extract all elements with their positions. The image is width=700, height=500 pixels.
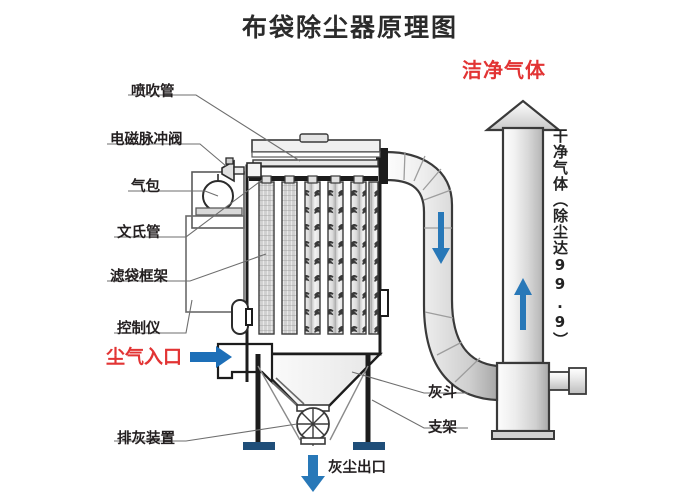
stack-vertical-label: 干净气体（除尘达99.9） [551,128,569,348]
venturi-manifold [195,207,243,216]
label-hopper: 灰斗 [428,385,457,401]
outlet-duct [376,148,499,402]
label-ash-discharge-device: 排灰装置 [117,431,175,447]
label-underlines [107,94,468,442]
rotary-discharge-valve [296,404,330,492]
plenum-lip [251,151,381,158]
bag-venturi-4 [330,175,341,184]
filter-bag-group [258,175,379,335]
support-structure [243,354,385,450]
inlet-deflector [271,381,301,409]
label-solenoid-valve: 电磁脉冲阀 [110,132,183,148]
bag-venturi-1 [261,175,272,184]
filter-bag-6 [368,181,379,335]
label-venturi: 文氏管 [117,225,161,241]
page-title: 布袋除尘器原理图 [241,13,458,42]
label-controller: 控制仪 [117,321,161,337]
support-foot-right [353,442,385,450]
bag-venturi-3 [307,175,318,184]
support-foot-left [243,442,275,450]
clean-gas-title: 洁净气体 [462,58,546,82]
bag-cage-1 [258,181,275,335]
stack-up-arrow [514,278,532,330]
dust-outlet-arrow [301,455,325,492]
filter-bag-5 [350,181,367,335]
label-dust-outlet: 灰尘出口 [328,460,386,476]
side-drum-flange [245,308,253,326]
rotary-valve-bottom-flange [300,437,326,445]
solenoid-coil [225,157,234,165]
filter-bag-4 [327,181,344,335]
controller-cabinet [185,215,245,313]
inlet-deflector-2 [275,377,305,405]
stack-side-flange [568,367,587,395]
leg-bracing [257,365,369,441]
plenum-access-hatch [299,133,329,143]
stack-side-nozzle [548,371,570,391]
duct-body [384,150,499,402]
rotary-valve-spokes [297,408,329,440]
label-dust-gas-inlet: 尘气入口 [106,346,183,368]
valve-pipe-union [233,166,245,175]
header-junction-box [246,162,262,178]
label-bag-cage: 滤袋框架 [110,269,168,285]
filter-bag-3 [304,181,321,335]
label-air-tank: 气包 [131,179,160,195]
label-blow-pipe: 喷吹管 [131,84,175,100]
stack-rain-cap [483,99,563,132]
dust-gas-inlet-throat [216,342,305,409]
stack-base-plate [491,430,555,440]
label-support: 支架 [428,420,457,436]
clean-gas-stack [483,99,587,440]
inlet-arrow [190,346,232,368]
stack-base-section [495,361,551,433]
bag-cage-2 [281,181,298,335]
filter-housing [244,133,389,410]
duct-down-arrow [432,212,450,264]
bag-venturi-2 [284,175,295,184]
housing-access-door [379,289,389,317]
blow-pipe-header [252,159,379,167]
bag-venturi-5 [353,175,364,184]
valve-bracket [191,171,245,229]
